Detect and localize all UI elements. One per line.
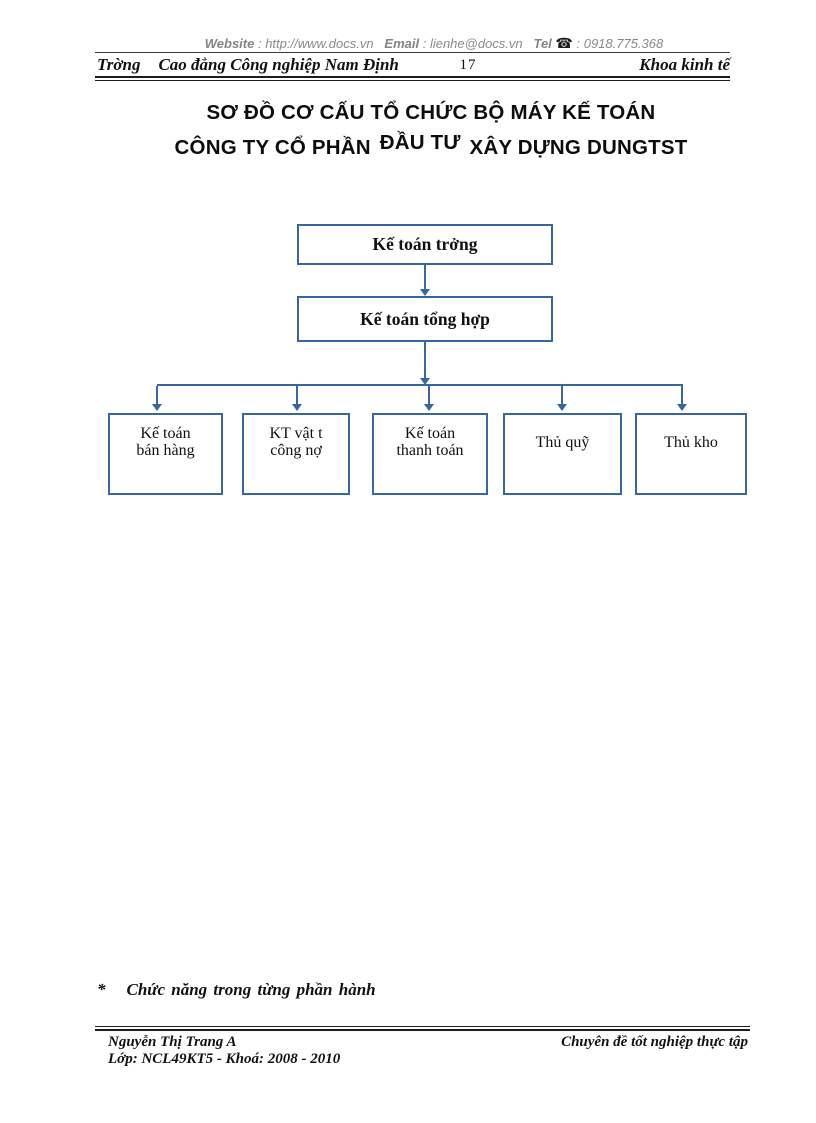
- arrowhead-down-icon: [152, 404, 162, 411]
- org-box-payment-accounting: Kế toán thanh toán: [372, 413, 488, 495]
- org-box-label: Kế toán bán hàng: [136, 425, 195, 459]
- connector-drop-3: [428, 386, 430, 404]
- tel-label: Tel: [533, 36, 552, 51]
- footer-author-block: Nguyễn Thị Trang A Lớp: NCL49KT5 - Khoá:…: [108, 1034, 340, 1067]
- arrowhead-down-icon: [420, 378, 430, 385]
- org-box-general-accountant: Kế toán tổng hợp: [297, 296, 553, 342]
- footer-class-line: Lớp: NCL49KT5 - Khoá: 2008 - 2010: [108, 1050, 341, 1067]
- org-box-label: KT vật t công nợ: [269, 425, 323, 459]
- header-faculty: Khoa kinh tế: [639, 55, 730, 74]
- connector-drop-2: [296, 386, 298, 404]
- org-box-label: Kế toán trởng: [372, 234, 478, 254]
- footer-author-name: Nguyễn Thị Trang A: [108, 1034, 237, 1050]
- chart-title-line1: SƠ ĐỒ CƠ CẤU TỔ CHỨC BỘ MÁY KẾ TOÁN: [206, 101, 656, 124]
- org-box-storekeeper: Thủ kho: [635, 413, 747, 495]
- arrowhead-down-icon: [677, 404, 687, 411]
- arrowhead-down-icon: [557, 404, 567, 411]
- arrowhead-down-icon: [420, 289, 430, 296]
- note-line: * Chức năng trong từng phần hành: [97, 980, 376, 1000]
- chart-title-line2: CÔNG TY CỔ PHẦN ĐẦU TƯ XÂY DỰNG DUNGTST: [23, 131, 816, 160]
- title-line2-prefix: CÔNG TY CỔ PHẦN: [174, 136, 377, 159]
- header-school-prefix: Trờng: [97, 55, 141, 74]
- header-school-name: Trờng Cao đẳng Công nghiệp Nam Định: [97, 55, 399, 75]
- org-box-materials-debt: KT vật t công nợ: [242, 413, 350, 495]
- arrowhead-down-icon: [292, 404, 302, 411]
- org-box-label: Thủ quỹ: [535, 433, 590, 451]
- org-box-label: Kế toán thanh toán: [396, 425, 464, 459]
- connector-drop-5: [681, 386, 683, 404]
- org-box-label: Kế toán tổng hợp: [360, 308, 490, 329]
- org-box-chief-accountant: Kế toán trởng: [297, 224, 553, 265]
- header-school-main: Cao đẳng Công nghiệp Nam Định: [158, 55, 399, 74]
- connector-l2-to-branch: [424, 342, 426, 378]
- note-bullet: *: [97, 980, 106, 999]
- title-line2-raised: ĐẦU TƯ: [379, 131, 461, 154]
- running-header: Trờng Cao đẳng Công nghiệp Nam Định 17 Kh…: [0, 55, 816, 77]
- connector-branch-line: [157, 384, 683, 386]
- footer-report-title: Chuyên đề tốt nghiệp thực tập: [561, 1034, 748, 1050]
- org-box-sales-accounting: Kế toán bán hàng: [108, 413, 223, 495]
- arrowhead-down-icon: [424, 404, 434, 411]
- header-top-rule: [95, 52, 730, 53]
- org-box-cashier: Thủ quỹ: [503, 413, 622, 495]
- phone-icon: ☎: [555, 35, 573, 51]
- tel-number: : 0918.775.368: [572, 36, 664, 51]
- footer-double-rule: [95, 1026, 750, 1031]
- header-double-rule: [95, 76, 730, 81]
- email-address: : lienhe@docs.vn: [419, 36, 523, 51]
- watermark-contact-line: Website : http://www.docs.vn Email : lie…: [26, 35, 816, 52]
- connector-root-to-l2: [424, 265, 426, 289]
- connector-drop-1: [156, 386, 158, 404]
- title-line2-suffix: XÂY DỰNG DUNGTST: [463, 136, 688, 159]
- email-label: Email: [384, 36, 420, 51]
- note-text: Chức năng trong từng phần hành: [126, 980, 376, 999]
- website-label: Website: [204, 36, 255, 51]
- connector-drop-4: [561, 386, 563, 404]
- page-number: 17: [459, 57, 477, 73]
- website-url: : http://www.docs.vn: [254, 36, 374, 51]
- org-box-label: Thủ kho: [664, 433, 718, 451]
